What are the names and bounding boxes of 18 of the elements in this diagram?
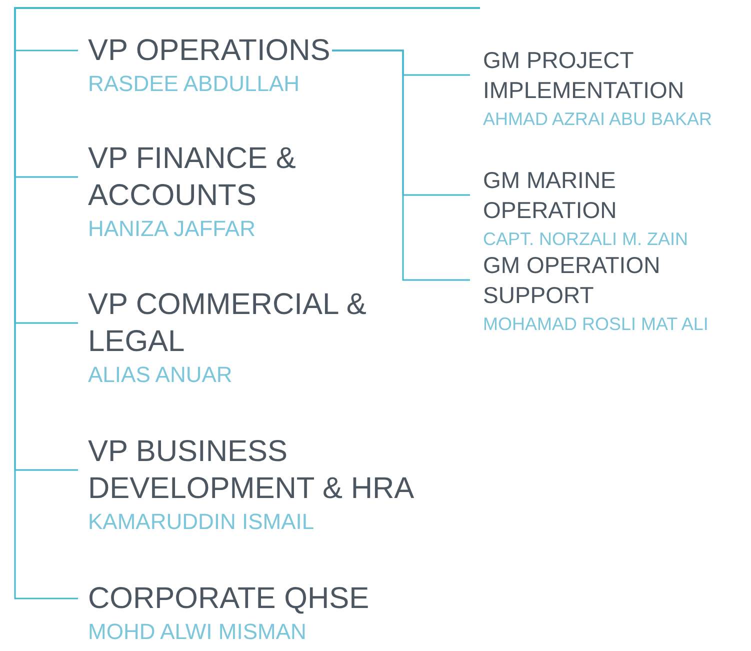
position-title: VP COMMERCIAL & LEGAL [88, 287, 368, 360]
position-title: GM OPERATION SUPPORT [483, 251, 662, 310]
connector-line [14, 7, 480, 600]
person-name: ALIAS ANUAR [88, 361, 234, 389]
position-title: VP FINANCE & ACCOUNTS [88, 141, 297, 214]
person-name: RASDEE ABDULLAH [88, 70, 301, 98]
person-name: AHMAD AZRAI ABU BAKAR [483, 108, 714, 131]
person-name: HANIZA JAFFAR [88, 215, 256, 243]
position-title: CORPORATE QHSE [88, 581, 370, 617]
person-name: MOHAMAD ROSLI MAT ALI [483, 313, 710, 336]
position-title: GM PROJECT IMPLEMENTATION [483, 46, 686, 105]
person-name: KAMARUDDIN ISMAIL [88, 508, 316, 536]
position-title: GM MARINE OPERATION [483, 166, 618, 225]
position-title: VP BUSINESS DEVELOPMENT & HRA [88, 434, 416, 507]
connector-line [332, 50, 470, 281]
person-name: MOHD ALWI MISMAN [88, 618, 308, 646]
person-name: CAPT. NORZALI M. ZAIN [483, 228, 690, 251]
position-title: VP OPERATIONS [88, 33, 332, 69]
